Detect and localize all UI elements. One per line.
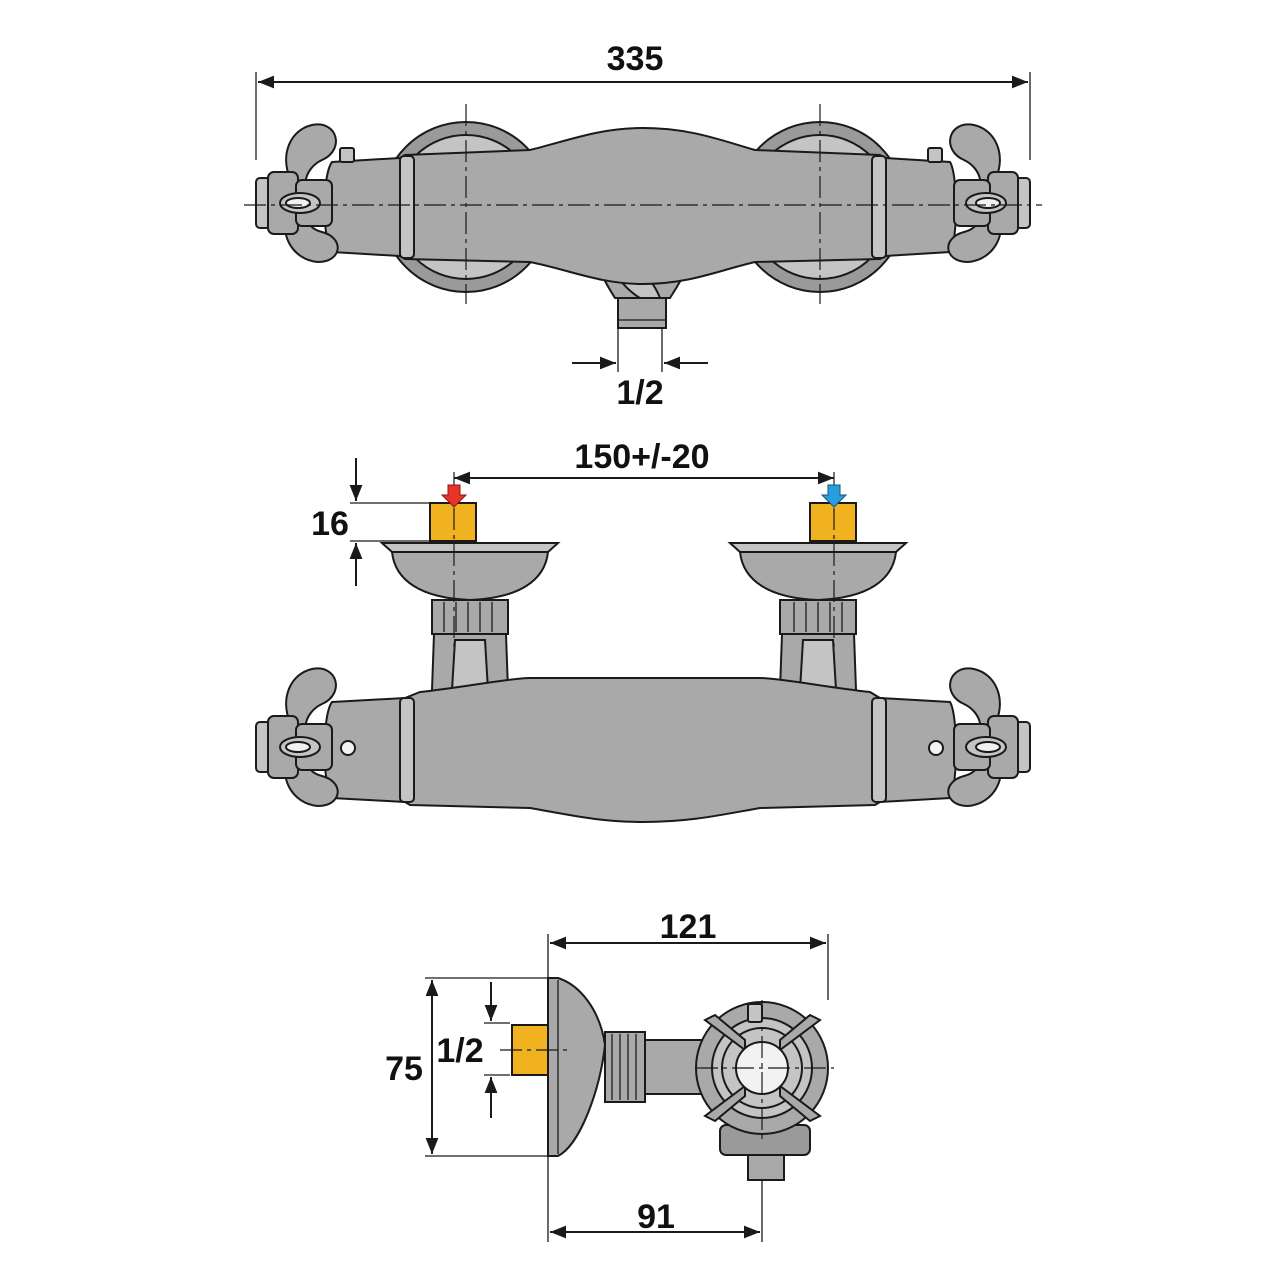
outlet-dimension-label: 1/2 [616,374,663,412]
spacing-dimension-label: 150+/-20 [574,438,709,476]
side-thread-dimension-label: 1/2 [436,1032,483,1070]
left-brass-connector [429,502,477,542]
front-body [323,677,957,824]
width-dimension-label: 335 [607,40,664,78]
front-view: 150+/-20 16 [255,438,1031,824]
axis-depth-dimension-label: 91 [637,1198,675,1236]
right-wall-bell [738,551,898,602]
right-brass-connector [809,502,857,542]
left-cross-handle-front [255,667,339,807]
top-view: 335 1/2 [244,40,1042,412]
depth-dimension-label: 121 [660,908,717,946]
eccentric-dimension-label: 16 [311,505,349,543]
left-union-nut [431,599,509,635]
side-wall-bell [547,977,607,1157]
right-cross-handle-front [947,667,1031,807]
top-outlet [617,297,667,329]
side-view: 121 75 1/2 [385,908,834,1242]
side-union-nut [604,1031,646,1103]
height-dimension-label: 75 [385,1050,423,1088]
right-cross-handle-top [947,123,1031,263]
left-cross-handle-top [255,123,339,263]
left-wall-bell [390,551,550,602]
blue-arrow-down-icon [820,484,848,508]
red-arrow-down-icon [440,484,468,508]
